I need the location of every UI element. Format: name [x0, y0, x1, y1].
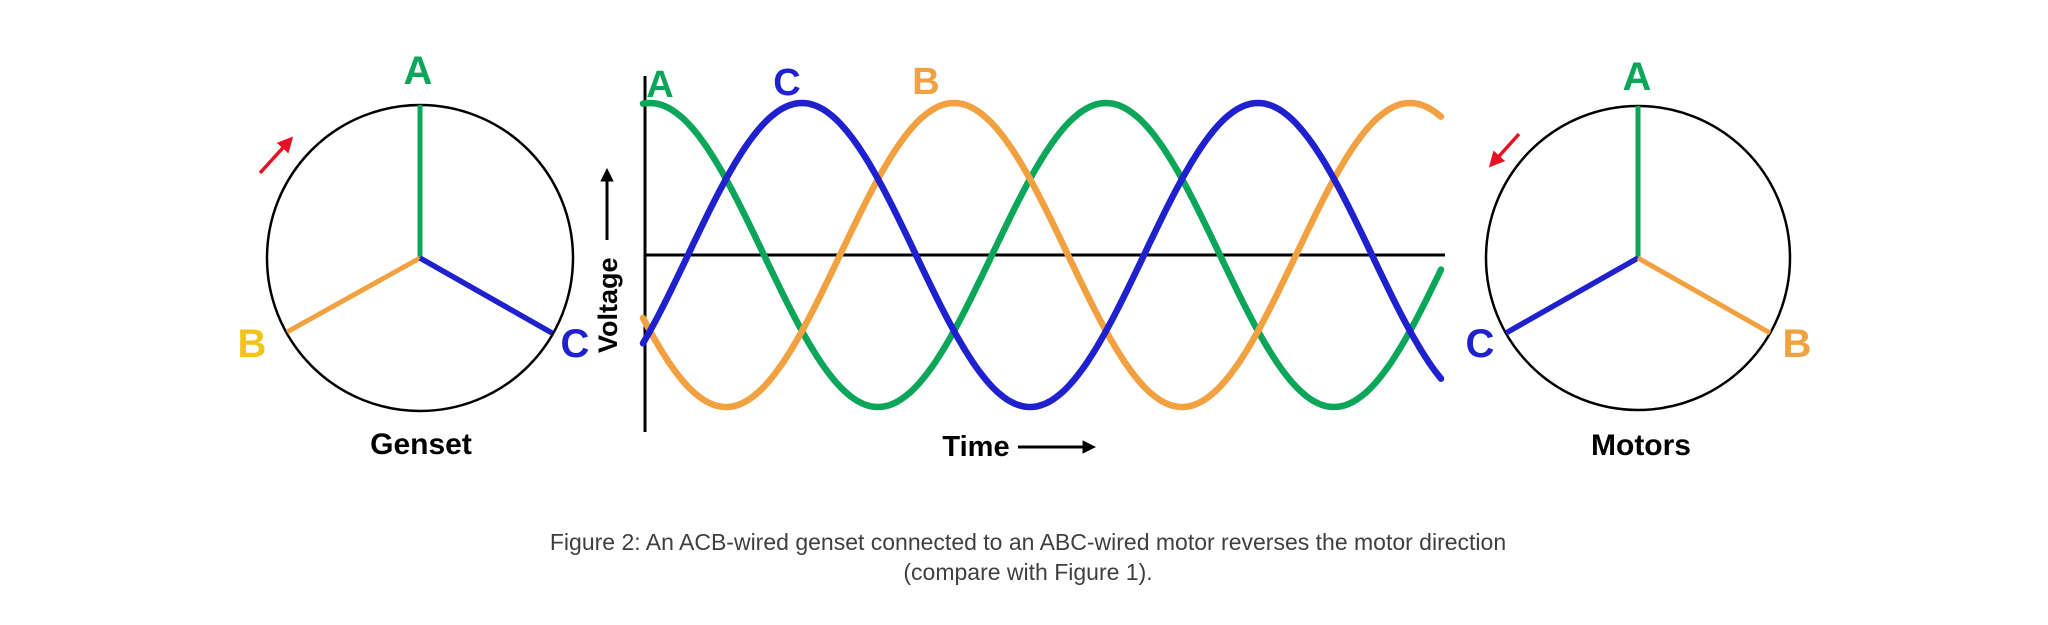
motor-phasor-b-line [1636, 255, 1772, 336]
wave-b-label: B [912, 61, 939, 103]
genset-phase-a-label: A [404, 49, 433, 93]
genset-phase-b-label: B [238, 322, 267, 366]
caption-line-1: Figure 2: An ACB-wired genset connected … [550, 529, 1506, 555]
motor-phasor-diagram: A C B Motors [1466, 55, 1812, 462]
caption-line-2: (compare with Figure 1). [903, 559, 1152, 585]
wave-c-blue [639, 99, 1445, 411]
wave-a-green [639, 99, 1445, 411]
waveform-chart: A C B Voltage Time [593, 61, 1445, 463]
genset-title: Genset [370, 428, 472, 461]
x-axis-label-time: Time [942, 431, 1009, 463]
motor-phase-c-label: C [1466, 322, 1495, 366]
figure-caption: Figure 2: An ACB-wired genset connected … [550, 529, 1506, 585]
y-axis-label-voltage: Voltage [593, 257, 623, 353]
motor-title: Motors [1591, 429, 1691, 462]
wave-c-label: C [773, 62, 800, 104]
genset-rotation-arrow-icon [258, 136, 294, 175]
motor-rotation-arrow-icon [1488, 132, 1521, 168]
wave-a-label: A [646, 64, 673, 106]
wave-b-orange [639, 99, 1445, 411]
motor-phase-b-label: B [1783, 322, 1812, 366]
motor-phase-a-label: A [1623, 55, 1652, 99]
genset-phasor-c-line [418, 255, 554, 336]
genset-phasor-b-line [285, 255, 422, 335]
genset-phase-c-label: C [561, 322, 590, 366]
genset-phasor-diagram: A B C Genset [238, 49, 590, 461]
motor-phasor-c-line [1504, 255, 1640, 336]
